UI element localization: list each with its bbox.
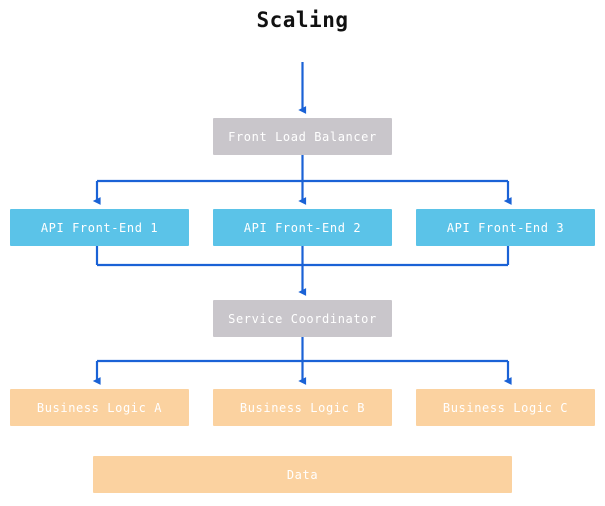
node-business-logic-a[interactable]: Business Logic A <box>10 389 189 426</box>
node-service-coordinator[interactable]: Service Coordinator <box>213 300 392 337</box>
node-data-label: Data <box>286 467 319 482</box>
node-service-coordinator-label: Service Coordinator <box>228 311 377 326</box>
node-business-logic-b-label: Business Logic B <box>239 400 366 415</box>
node-business-logic-c-label: Business Logic C <box>442 400 569 415</box>
node-data[interactable]: Data <box>93 456 512 493</box>
node-api-front-end-2[interactable]: API Front-End 2 <box>213 209 392 246</box>
node-front-load-balancer[interactable]: Front Load Balancer <box>213 118 392 155</box>
node-api-front-end-3[interactable]: API Front-End 3 <box>416 209 595 246</box>
node-business-logic-c[interactable]: Business Logic C <box>416 389 595 426</box>
diagram-title: Scaling <box>256 8 349 32</box>
node-front-load-balancer-label: Front Load Balancer <box>228 129 377 144</box>
node-api-front-end-1[interactable]: API Front-End 1 <box>10 209 189 246</box>
node-api-front-end-1-label: API Front-End 1 <box>40 220 159 235</box>
node-api-front-end-3-label: API Front-End 3 <box>446 220 565 235</box>
node-business-logic-b[interactable]: Business Logic B <box>213 389 392 426</box>
node-business-logic-a-label: Business Logic A <box>36 400 163 415</box>
node-api-front-end-2-label: API Front-End 2 <box>243 220 362 235</box>
